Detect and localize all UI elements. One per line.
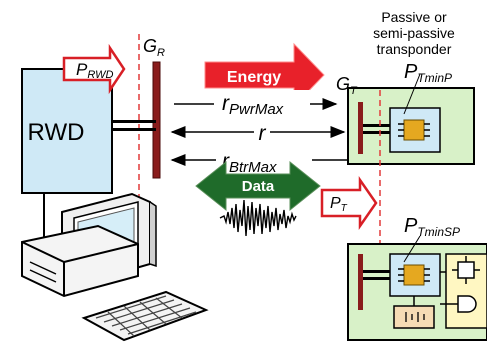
heading-line-2: semi-passive [373,25,455,41]
g-t-label: GT [336,74,358,97]
heading-line-1: Passive or [381,9,447,25]
p-tminp-label: PTminP [404,61,452,85]
p-t-arrow: PT [320,176,378,230]
passive-transponder [347,87,475,165]
p-rwd-arrow: PRWD [62,43,126,95]
transponder-heading: Passive or semi-passive transponder [373,9,455,57]
computer-icon [21,192,209,342]
reader-antenna-icon [112,61,161,179]
heading-line-3: transponder [377,41,452,57]
data-arrow: Data [195,160,321,212]
r-label: r [259,122,267,145]
sensor-icon [457,261,475,279]
computer-tower-icon [21,224,139,298]
waveform-icon [219,199,297,237]
keyboard-icon [81,290,209,342]
battery-icon [393,305,435,329]
actuator-icon [457,295,477,313]
rwd-label: RWD [28,119,85,146]
r-pwrmax-label: rPwrMax [222,92,284,118]
p-tminsp-label: PTminSP [404,215,460,239]
semi-transponder-antenna-icon [358,254,363,310]
rwd-body [21,68,113,194]
data-label: Data [242,178,275,195]
energy-label: Energy [227,69,281,86]
rwd-box: RWD [21,68,113,194]
p-rwd-label: PRWD [76,60,113,81]
transponder-antenna-icon [358,102,363,154]
semi-passive-transponder [347,243,487,341]
p-t-label: PT [330,195,348,214]
g-r-label: GR [143,36,165,59]
